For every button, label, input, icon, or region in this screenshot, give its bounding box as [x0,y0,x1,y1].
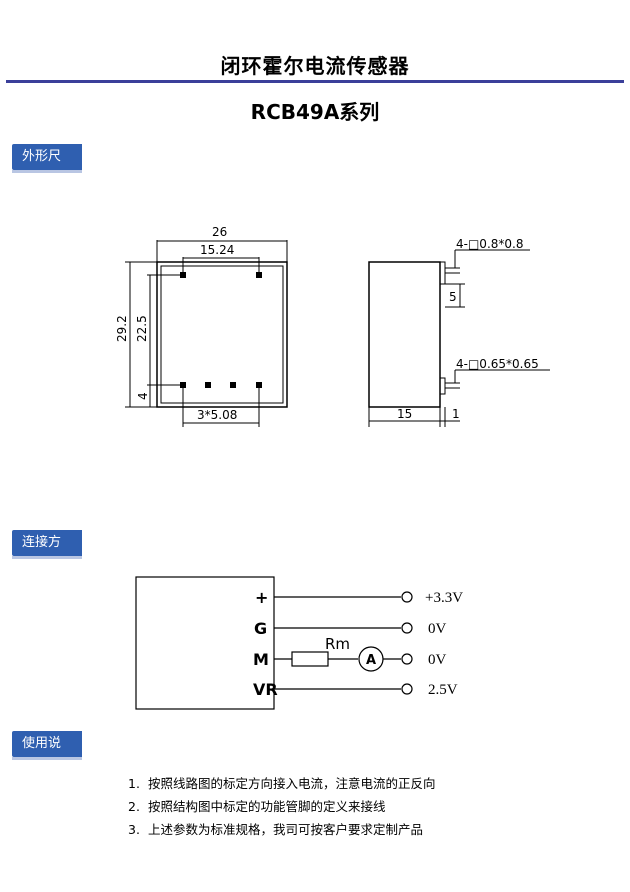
dim-width: 26 [212,225,227,239]
resistor-label: Rm [325,635,350,653]
dim-depth: 15 [397,407,412,421]
output-25v: 2.5V [428,682,458,698]
side-pin-bottom [439,377,446,395]
front-inner [160,265,284,404]
pin-vr: VR [253,680,278,699]
front-body [156,261,288,408]
resistor-symbol [291,651,329,667]
pin-label-top: 4-□0.8*0.8 [456,237,523,251]
output-0v-g: 0V [428,621,447,637]
front-pins [180,272,262,388]
dim-pitch: 3*5.08 [197,408,237,422]
dim-pin-spacing: 5 [449,290,457,304]
dim-inner-height: 22.5 [135,315,149,342]
section-tag-wiring: 连接方式 [12,530,82,576]
section-tag-dimensions: 外形尺寸 [12,144,82,190]
dim-bottom-offset: 4 [136,392,150,400]
pin-m: M [253,650,269,669]
dim-pin-thickness: 1 [452,407,460,421]
section-tag-usage: 使用说明 [12,731,82,777]
output-plus33: +3.3V [425,590,463,606]
pin-label-bottom: 4-□0.65*0.65 [456,357,539,371]
pin-plus: + [255,588,268,607]
dim-pin-span: 15.24 [200,243,234,257]
dim-height: 29.2 [115,315,129,342]
usage-notes: 1.按照线路图的标定方向接入电流，注意电流的正反向 2.按照结构图中标定的功能管… [128,772,436,841]
ammeter-label: A [366,653,376,668]
pin-g: G [254,619,267,638]
model-title: RCB49A系列 [250,100,380,124]
note-item: 1.按照线路图的标定方向接入电流，注意电流的正反向 [128,776,436,791]
page-title: 闭环霍尔电流传感器 [220,54,410,78]
note-item: 3.上述参数为标准规格，我司可按客户要求定制产品 [128,822,424,837]
output-0v-m: 0V [428,652,447,668]
sensor-box [135,576,275,710]
title-divider [6,80,624,83]
note-item: 2.按照结构图中标定的功能管脚的定义来接线 [128,799,386,814]
